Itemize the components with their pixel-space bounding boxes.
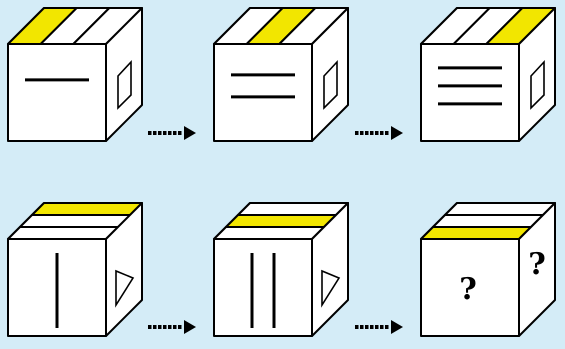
white-stripe <box>444 202 556 216</box>
cube-r1-c1 <box>7 7 143 142</box>
stripe-bands <box>7 202 143 240</box>
front-face <box>420 43 520 142</box>
side-triangle-icon <box>321 269 341 308</box>
dotted-arrow-icon <box>355 320 403 334</box>
front-face <box>213 238 313 337</box>
white-stripe <box>213 226 325 240</box>
white-stripe <box>237 202 349 216</box>
front-face <box>420 238 520 337</box>
yellow-stripe <box>31 202 143 216</box>
side-diamond-icon <box>323 59 338 110</box>
front-face <box>213 43 313 142</box>
cube-r2-c3: ?? <box>420 202 556 337</box>
dotted-arrow-icon <box>148 126 196 140</box>
side-diamond-icon <box>530 59 545 110</box>
cubes-layer: ?? <box>7 7 556 337</box>
cube-r2-c1 <box>7 202 143 337</box>
side-face <box>311 202 349 337</box>
cube-r2-c2 <box>213 202 349 337</box>
yellow-stripe <box>225 214 337 228</box>
arrows-layer <box>148 126 403 334</box>
white-stripe <box>19 214 131 228</box>
side-diamond-icon <box>117 59 132 110</box>
dotted-arrow-icon <box>148 320 196 334</box>
dotted-arrow-icon <box>355 126 403 140</box>
side-face <box>105 202 143 337</box>
stripe-bands <box>213 202 349 240</box>
side-question-mark: ? <box>528 247 546 282</box>
side-face <box>518 202 556 337</box>
cube-r1-c3 <box>420 7 556 142</box>
white-stripe <box>432 214 544 228</box>
cube-r1-c2 <box>213 7 349 142</box>
front-question-mark: ? <box>459 272 477 307</box>
side-triangle-icon <box>115 269 135 308</box>
white-stripe <box>7 226 119 240</box>
yellow-stripe <box>420 226 532 240</box>
front-face <box>7 43 107 142</box>
